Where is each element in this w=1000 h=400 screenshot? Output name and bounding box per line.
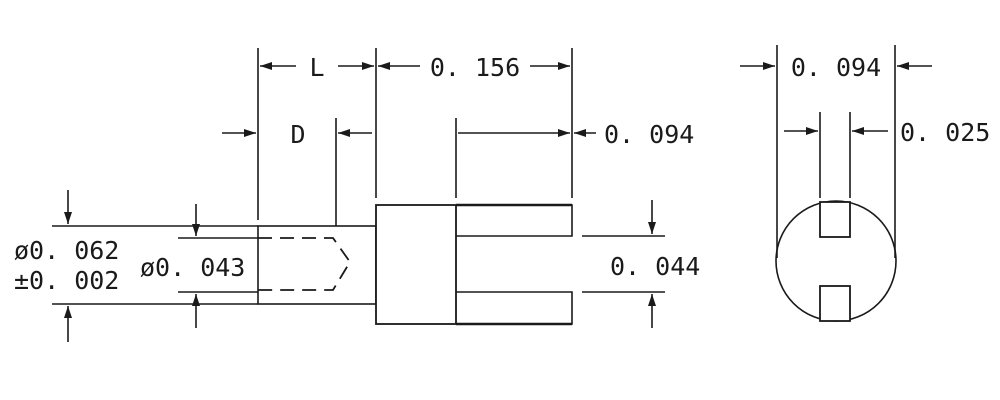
dim-label-slot-gap: 0. 044 <box>610 252 700 281</box>
extension-lines <box>52 48 665 305</box>
dim-label-dia-0043: ø0. 043 <box>140 253 245 282</box>
dim-label-0156: 0. 156 <box>430 53 520 82</box>
dim-label-slot-width: 0. 025 <box>900 118 990 147</box>
lower-tine <box>456 291 573 325</box>
upper-slot <box>819 201 851 238</box>
dim-label-dia-0062: ø0. 062 <box>14 236 119 265</box>
dim-label-slot-length: 0. 094 <box>604 120 694 149</box>
side-view <box>257 203 573 326</box>
dim-label-end-width: 0. 094 <box>791 53 881 82</box>
dim-label-D: D <box>290 120 305 149</box>
upper-tine <box>456 204 573 237</box>
dim-label-tol-0002: ±0. 002 <box>14 266 119 295</box>
dimension-arrows <box>64 62 656 342</box>
head-body <box>375 204 457 325</box>
lower-slot <box>819 285 851 322</box>
hidden-hole <box>258 237 352 291</box>
end-view <box>740 45 932 322</box>
dim-label-L: L <box>309 53 324 82</box>
pin-shank <box>257 225 377 305</box>
